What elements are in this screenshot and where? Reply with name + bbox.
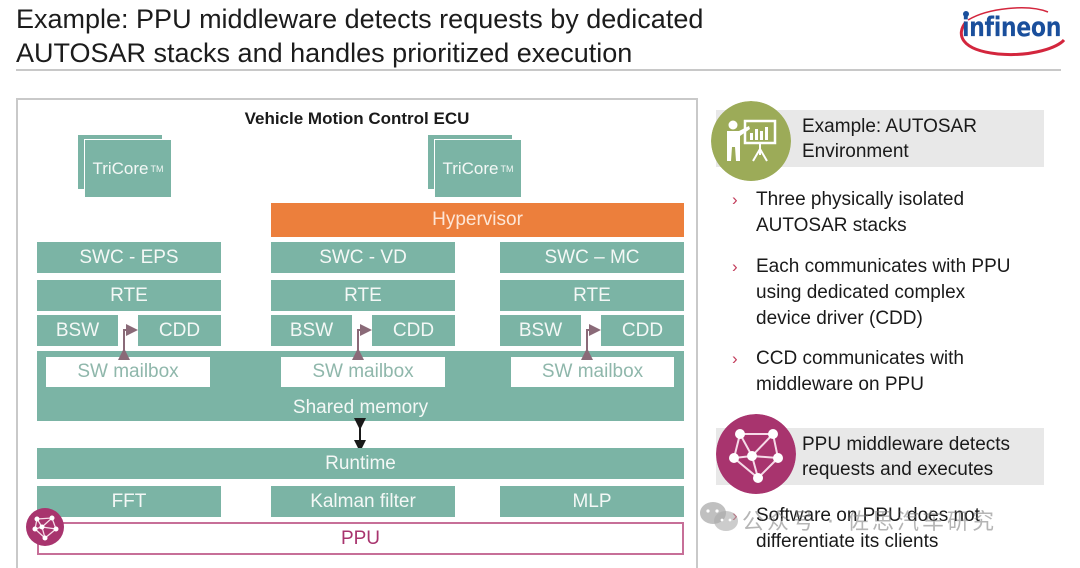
- bullet-chevron-icon: ›: [732, 349, 738, 368]
- presenter-chart-icon: [711, 101, 791, 181]
- bullet-text: Three physically isolated: [756, 189, 965, 210]
- cdd-mailbox-arrow-2: [352, 324, 372, 360]
- watermark-text: 公众号 · 佐思汽车研究: [742, 510, 997, 535]
- infineon-logo: infineon: [948, 2, 1068, 62]
- kalman-filter-block: Kalman filter: [271, 486, 455, 517]
- cdd-block-3: CDD: [601, 315, 684, 346]
- runtime-block: Runtime: [37, 448, 684, 479]
- cdd-block-1: CDD: [138, 315, 221, 346]
- ppu-block: PPU: [37, 522, 684, 555]
- shared-memory-label: Shared memory: [292, 397, 429, 418]
- diagram-connectors: [118, 324, 601, 452]
- rte-block-2: RTE: [271, 280, 455, 311]
- sw-mailbox-1: SW mailbox: [46, 357, 210, 387]
- bsw-block-3: BSW: [500, 315, 581, 346]
- cdd-mailbox-arrow-3: [581, 324, 601, 360]
- bullet-text: device driver (CDD): [756, 308, 923, 329]
- cdd-mailbox-arrow-1: [118, 324, 138, 360]
- trademark: TM: [150, 163, 164, 174]
- bullet-text: Each communicates with PPU: [756, 256, 1011, 277]
- bullet-text: middleware on PPU: [756, 374, 924, 395]
- section-autosar-heading-line1: Example: AUTOSAR: [802, 116, 977, 137]
- hypervisor-block: Hypervisor: [271, 203, 684, 237]
- bullet-text: AUTOSAR stacks: [756, 215, 907, 236]
- trademark: TM: [500, 163, 514, 174]
- section-ppu-heading-line1: PPU middleware detects: [802, 434, 1011, 455]
- diagram-frame: [16, 98, 698, 568]
- tricore-label: TriCore: [442, 158, 499, 178]
- bsw-block-2: BSW: [271, 315, 352, 346]
- wechat-icon: [700, 502, 738, 531]
- bullet-text: Software on PPU does not: [756, 505, 980, 526]
- bullet-chevron-icon: ›: [732, 257, 738, 276]
- bullet-chevron-icon: ›: [732, 190, 738, 209]
- logo-text: infineon: [962, 12, 1062, 43]
- swc-eps-block: SWC - EPS: [37, 242, 221, 273]
- sw-mailbox-3: SW mailbox: [511, 357, 674, 387]
- rte-block-1: RTE: [37, 280, 221, 311]
- swc-mc-block: SWC – MC: [500, 242, 684, 273]
- tricore-label: TriCore: [92, 158, 149, 178]
- bullet-item: › Three physically isolated AUTOSAR stac…: [732, 187, 965, 239]
- mlp-block: MLP: [500, 486, 684, 517]
- bullet-text: using dedicated complex: [756, 282, 966, 303]
- section-ppu-heading-line2: requests and executes: [802, 459, 994, 480]
- bullet-text: differentiate its clients: [756, 531, 939, 552]
- network-graph-icon: [26, 508, 64, 546]
- logo-swoosh-icon: [959, 7, 1066, 57]
- slide-title-line2: AUTOSAR stacks and handles prioritized e…: [16, 38, 633, 68]
- sw-mailbox-2: SW mailbox: [281, 357, 445, 387]
- rte-block-3: RTE: [500, 280, 684, 311]
- title-divider: [16, 69, 1061, 71]
- section-autosar-heading-line2: Environment: [802, 141, 909, 162]
- bullet-item: › Each communicates with PPU using dedic…: [732, 254, 1011, 332]
- network-graph-icon: [716, 414, 796, 494]
- swc-vd-block: SWC - VD: [271, 242, 455, 273]
- cdd-block-2: CDD: [372, 315, 455, 346]
- bullet-text: CCD communicates with: [756, 348, 964, 369]
- bullet-item: › CCD communicates with middleware on PP…: [732, 346, 964, 398]
- diagram-title: Vehicle Motion Control ECU: [244, 109, 470, 128]
- bsw-block-1: BSW: [37, 315, 118, 346]
- fft-block: FFT: [37, 486, 221, 517]
- slide-title-line1: Example: PPU middleware detects requests…: [16, 4, 704, 34]
- slide-title: Example: PPU middleware detects requests…: [16, 2, 916, 70]
